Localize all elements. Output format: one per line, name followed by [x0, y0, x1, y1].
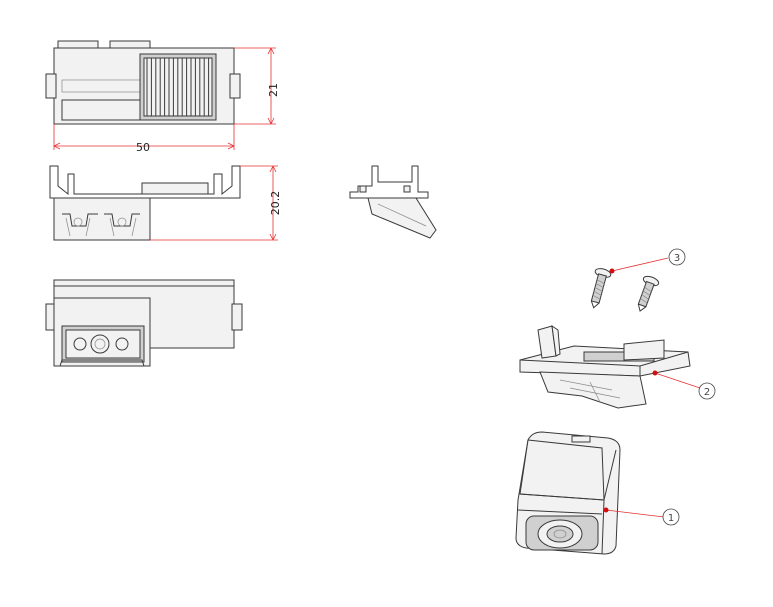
side-view: [349, 165, 437, 239]
callout-label-1: 1: [668, 513, 674, 524]
dimension-height-21: 21: [234, 47, 280, 125]
dimension-height-20-2: 20.2: [150, 165, 282, 241]
callout-camera: 1: [603, 507, 680, 526]
dimension-width-50: 50: [53, 124, 235, 154]
bottom-view: [45, 279, 243, 367]
callout-label-3: 3: [674, 253, 680, 264]
callout-screws: 3: [609, 248, 686, 274]
top-view: [45, 40, 241, 125]
front-view: [49, 165, 241, 241]
camera: [515, 431, 621, 555]
dimension-label-20-2: 20.2: [269, 191, 282, 216]
bracket: [519, 324, 691, 409]
dimension-label-21: 21: [267, 83, 280, 97]
dimension-label-50: 50: [136, 141, 150, 154]
heat-sink-grille: [139, 53, 217, 121]
screw-2: [637, 275, 660, 312]
screw-1: [590, 268, 612, 309]
callout-bracket: 2: [652, 370, 716, 400]
callout-label-2: 2: [704, 387, 710, 398]
